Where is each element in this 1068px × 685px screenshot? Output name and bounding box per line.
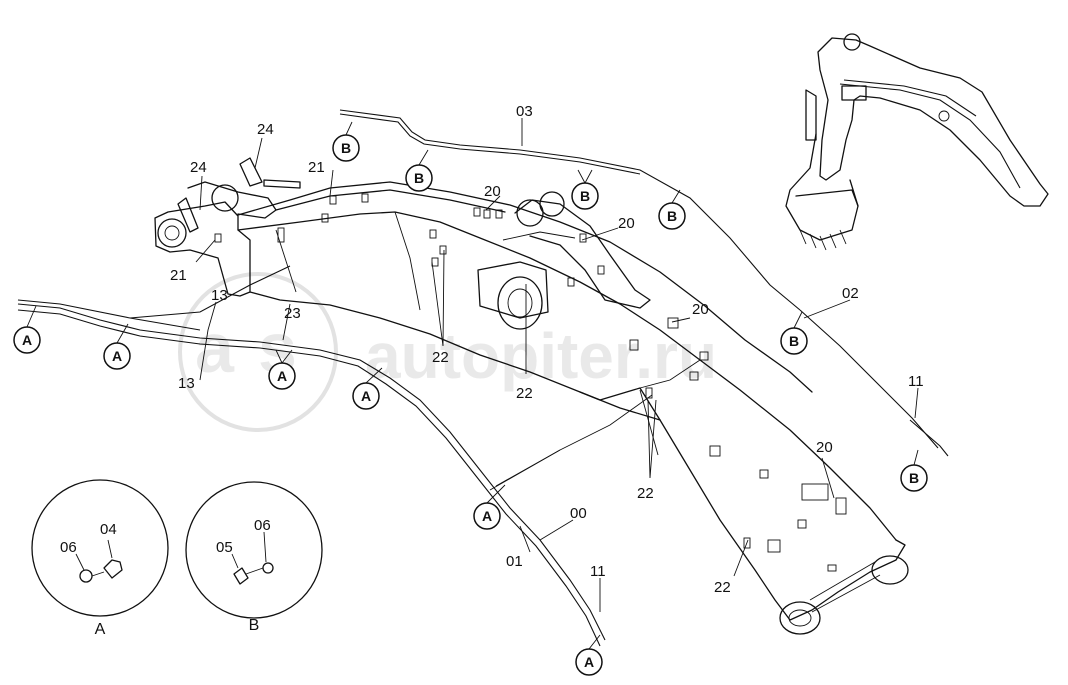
callout-markers: A A A A A A B B B B B B	[13, 121, 928, 676]
part-label-23: 23	[284, 305, 301, 322]
part-label-21: 21	[170, 267, 187, 284]
detail-b-title: B	[249, 617, 260, 634]
part-label-22: 22	[516, 385, 533, 402]
svg-text:B: B	[414, 170, 424, 186]
callout-b: B	[332, 134, 360, 162]
detail-b: 05 06 B	[185, 481, 323, 634]
callout-a: A	[352, 382, 380, 410]
callout-b: B	[780, 327, 808, 355]
callout-a: A	[103, 342, 131, 370]
part-label-00: 00	[570, 505, 587, 522]
boom	[154, 157, 909, 635]
part-label-20: 20	[692, 301, 709, 318]
part-label-20: 20	[816, 439, 833, 456]
part-number-labels: 03 02 00 01 11 11 13 13 20 20 20 20 21 2…	[170, 103, 924, 596]
callout-a: A	[268, 362, 296, 390]
part-label-03: 03	[516, 103, 533, 120]
svg-text:B: B	[789, 333, 799, 349]
detail-b-label-05: 05	[216, 539, 233, 556]
part-label-02: 02	[842, 285, 859, 302]
svg-text:B: B	[909, 470, 919, 486]
watermark: a s autopiter.ru	[178, 272, 717, 432]
svg-text:A: A	[112, 348, 122, 364]
callout-b: B	[571, 182, 599, 210]
svg-text:A: A	[22, 332, 32, 348]
clamps	[214, 193, 847, 572]
part-label-22: 22	[637, 485, 654, 502]
part-label-13: 13	[211, 287, 228, 304]
part-label-01: 01	[506, 553, 523, 570]
callout-a: A	[13, 326, 41, 354]
svg-text:B: B	[580, 188, 590, 204]
part-label-13: 13	[178, 375, 195, 392]
svg-text:B: B	[667, 208, 677, 224]
detail-a-label-04: 04	[100, 521, 117, 538]
part-label-20: 20	[484, 183, 501, 200]
detail-a-label-06: 06	[60, 539, 77, 556]
callout-b: B	[405, 164, 433, 192]
svg-text:A: A	[482, 508, 492, 524]
part-label-24: 24	[190, 159, 207, 176]
callout-a: A	[473, 502, 501, 530]
svg-text:a: a	[195, 309, 235, 387]
excavator-inset	[785, 33, 1049, 251]
svg-text:A: A	[584, 654, 594, 670]
part-label-20: 20	[618, 215, 635, 232]
part-label-22: 22	[432, 349, 449, 366]
leader-lines	[195, 118, 919, 612]
part-label-11: 11	[908, 373, 924, 390]
detail-a-title: A	[95, 621, 106, 638]
part-label-21: 21	[308, 159, 325, 176]
detail-a: 06 04 A	[31, 479, 169, 638]
part-label-24: 24	[257, 121, 274, 138]
part-label-11: 11	[590, 563, 606, 580]
callout-b: B	[900, 464, 928, 492]
svg-text:B: B	[341, 140, 351, 156]
callout-b: B	[658, 202, 686, 230]
svg-text:A: A	[361, 388, 371, 404]
part-label-22: 22	[714, 579, 731, 596]
svg-text:A: A	[277, 368, 287, 384]
callout-a: A	[575, 648, 603, 676]
detail-b-label-06: 06	[254, 517, 271, 534]
